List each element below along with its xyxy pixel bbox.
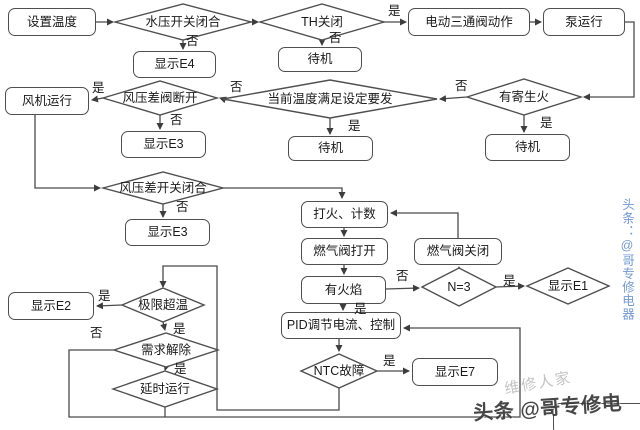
edge-label: 是: [540, 116, 553, 130]
edge-label: 否: [230, 80, 243, 94]
node-display-e3-1: 显示E3: [121, 131, 206, 158]
flow-connector: [160, 321, 167, 331]
node-motor-three-way-valve: 电动三通阀动作: [408, 8, 530, 36]
edge-label: 否: [329, 31, 342, 45]
node-standby-right: 待机: [485, 134, 570, 161]
flow-connector: [390, 209, 459, 238]
edge-label: 否: [396, 269, 409, 283]
flow-connector: [385, 284, 420, 292]
node-water-pressure-switch-closed: [112, 3, 254, 41]
edge-label: 否: [90, 326, 103, 340]
node-delay-run: [110, 370, 220, 408]
edge-label: 否: [186, 34, 199, 48]
node-display-e3-2: 显示E3: [125, 219, 210, 246]
flow-connector: [159, 265, 340, 411]
flow-connector: [219, 96, 227, 104]
edge-label: 是: [92, 81, 105, 95]
node-wind-pressure-valve-open: [100, 80, 220, 116]
node-ntc-fault: [299, 353, 379, 389]
node-gas-valve-close: 燃气阀关闭: [414, 238, 502, 265]
node-th-closed: [257, 3, 387, 41]
flow-connector: [439, 95, 468, 103]
flow-connector: [68, 324, 521, 418]
flow-connector: [34, 115, 101, 192]
edge-label: 是: [98, 289, 111, 303]
node-temp-meets-setpoint: [222, 79, 438, 119]
node-ignite-count: 打火、计数: [301, 201, 388, 228]
node-display-e1: [525, 267, 611, 305]
node-gas-valve-open: 燃气阀打开: [301, 238, 388, 265]
flow-connector: [96, 302, 123, 310]
edge-label: 是: [503, 274, 516, 288]
node-set-temp: 设置温度: [8, 8, 96, 36]
edge-label: 是: [174, 362, 187, 376]
node-display-e7: 显示E7: [412, 358, 498, 386]
node-n-equals-3: [420, 267, 498, 307]
flow-connector: [91, 95, 104, 103]
node-watermark-box: [553, 403, 640, 430]
flow-connector: [583, 21, 635, 101]
flow-connector: [223, 187, 346, 199]
node-pump-run: 泵运行: [543, 8, 625, 36]
node-standby-top: 待机: [278, 47, 362, 72]
edge-label: 否: [170, 113, 183, 127]
node-flame-present: 有火焰: [301, 276, 386, 304]
flow-connector: [495, 282, 525, 290]
edge-label: 否: [455, 79, 468, 93]
edge-label: 是: [383, 354, 396, 368]
node-demand-release: [111, 332, 221, 368]
edge-label: 是: [354, 302, 367, 316]
node-standby-mid: 待机: [288, 136, 373, 161]
node-wind-pressure-switch-closed: [100, 171, 226, 205]
edge-label: 是: [173, 322, 186, 336]
node-limit-overtemp: [120, 287, 206, 323]
node-pid-control: PID调节电流、控制: [281, 312, 401, 339]
edge-label: 否: [176, 200, 189, 214]
node-fan-run: 风机运行: [5, 87, 89, 115]
node-display-e2: 显示E2: [8, 292, 94, 320]
node-parasitic-flame: [464, 78, 584, 116]
node-display-e4: 显示E4: [133, 51, 216, 78]
edge-label: 是: [348, 119, 361, 133]
edge-label: 是: [388, 4, 401, 18]
